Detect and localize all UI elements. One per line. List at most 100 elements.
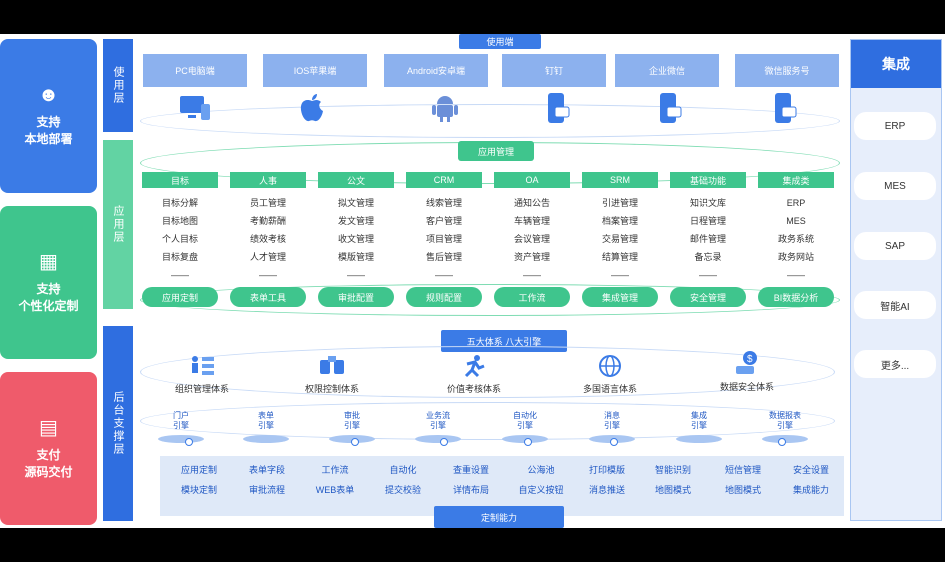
capability-cell: 自动化提交校验 bbox=[372, 460, 434, 500]
module-footer-button[interactable]: 集成管理 bbox=[582, 287, 658, 307]
capability-item: 集成能力 bbox=[792, 485, 829, 495]
module-item: 资产管理 bbox=[513, 252, 550, 262]
bottom-tab: 定制能力 bbox=[434, 506, 564, 528]
runner-icon bbox=[464, 355, 485, 378]
module-item: —— bbox=[259, 270, 277, 280]
system-label: 数据安全体系 bbox=[719, 382, 774, 392]
device-android: Android安卓端 bbox=[384, 54, 488, 87]
device-pc: PC电脑端 bbox=[143, 54, 247, 87]
card-customization: ▦ 支持 个性化定制 bbox=[0, 206, 97, 359]
module-item: 知识文库 bbox=[689, 198, 726, 208]
module-item: ERP bbox=[786, 198, 806, 208]
card-local-deploy: ☻ 支持 本地部署 bbox=[0, 39, 97, 193]
module-item: 日程管理 bbox=[689, 216, 726, 226]
module-item: 收文管理 bbox=[337, 234, 374, 244]
module-header: 公文 bbox=[318, 172, 394, 188]
module-item: 结算管理 bbox=[601, 252, 638, 262]
connector-dot bbox=[524, 438, 532, 446]
module-item: —— bbox=[611, 270, 629, 280]
phone-icon bbox=[653, 92, 685, 124]
capability-cell: 打印模版消息推送 bbox=[576, 460, 638, 500]
capability-item: 审批流程 bbox=[248, 485, 285, 495]
module-items: 通知公告 车辆管理 会议管理 资产管理 —— bbox=[494, 194, 570, 284]
module-item: 备忘录 bbox=[694, 252, 722, 262]
engine-label: 集成 引擎 bbox=[691, 411, 707, 430]
capability-cell: 短信管理地图模式 bbox=[712, 460, 774, 500]
module-item: 目标分解 bbox=[161, 198, 198, 208]
integration-item[interactable]: 智能AI bbox=[854, 291, 936, 319]
integration-title: 集成 bbox=[851, 40, 941, 88]
card-source-delivery: ▤ 支付 源码交付 bbox=[0, 372, 97, 525]
module-item: 政务系统 bbox=[777, 234, 814, 244]
module-item: 目标地图 bbox=[161, 216, 198, 226]
phone-icon bbox=[768, 92, 800, 124]
capability-item: 表单字段 bbox=[248, 465, 285, 475]
module-item: —— bbox=[435, 270, 453, 280]
usage-platform-ellipse bbox=[140, 104, 840, 138]
module-item: 绩效考核 bbox=[249, 234, 286, 244]
capability-cell: 应用定制模块定制 bbox=[168, 460, 230, 500]
usage-tab: 使用端 bbox=[459, 34, 541, 49]
app-tab: 应用管理 bbox=[458, 141, 534, 161]
capability-cell: 公海池自定义按钮 bbox=[510, 460, 572, 500]
integration-item[interactable]: 更多... bbox=[854, 350, 936, 378]
capability-item: 消息推送 bbox=[588, 485, 625, 495]
capability-item: 智能识别 bbox=[654, 465, 691, 475]
module-footer-button[interactable]: BI数据分析 bbox=[758, 287, 834, 307]
module-items: 目标分解 目标地图 个人目标 目标复盘 —— bbox=[142, 194, 218, 284]
system-label: 组织管理体系 bbox=[174, 384, 229, 394]
card-line2: 本地部署 bbox=[24, 132, 73, 146]
capability-item: 自动化 bbox=[389, 465, 417, 475]
capability-item: 查重设置 bbox=[452, 465, 489, 475]
module-item: 个人目标 bbox=[161, 234, 198, 244]
module-item: 档案管理 bbox=[601, 216, 638, 226]
globe-icon bbox=[599, 355, 621, 377]
capability-item: 模块定制 bbox=[180, 485, 217, 495]
user-icon: ☻ bbox=[37, 84, 60, 106]
module-item: 会议管理 bbox=[513, 234, 550, 244]
connector-dot bbox=[440, 438, 448, 446]
module-items: 引进管理 档案管理 交易管理 结算管理 —— bbox=[582, 194, 658, 284]
module-footer-button[interactable]: 安全管理 bbox=[670, 287, 746, 307]
engine-base bbox=[415, 435, 461, 443]
engine-label: 业务流 引擎 bbox=[426, 411, 450, 430]
module-item: 人才管理 bbox=[249, 252, 286, 262]
module-item: 邮件管理 bbox=[689, 234, 726, 244]
module-header: OA bbox=[494, 172, 570, 188]
capability-cell: 安全设置集成能力 bbox=[780, 460, 842, 500]
module-header: 人事 bbox=[230, 172, 306, 188]
integration-item[interactable]: ERP bbox=[854, 112, 936, 140]
section-label-app: 应用层 bbox=[103, 140, 133, 309]
module-footer-button[interactable]: 审批配置 bbox=[318, 287, 394, 307]
device-wechat: 微信服务号 bbox=[735, 54, 839, 87]
system-item: 组织管理体系 bbox=[147, 354, 257, 395]
capability-item: 自定义按钮 bbox=[518, 485, 564, 495]
module-items: 知识文库 日程管理 邮件管理 备忘录 —— bbox=[670, 194, 746, 284]
integration-item[interactable]: SAP bbox=[854, 232, 936, 260]
capability-item: 安全设置 bbox=[792, 465, 829, 475]
integration-item[interactable]: MES bbox=[854, 172, 936, 200]
module-footer-button[interactable]: 工作流 bbox=[494, 287, 570, 307]
engine-base bbox=[676, 435, 722, 443]
module-item: MES bbox=[786, 216, 806, 226]
module-footer-button[interactable]: 表单工具 bbox=[230, 287, 306, 307]
device-dingtalk: 钉钉 bbox=[502, 54, 606, 87]
module-footer-button[interactable]: 规则配置 bbox=[406, 287, 482, 307]
module-header: SRM bbox=[582, 172, 658, 188]
engine-label: 消息 引擎 bbox=[604, 411, 620, 430]
system-label: 权限控制体系 bbox=[304, 384, 359, 394]
module-item: 发文管理 bbox=[337, 216, 374, 226]
connector-dot bbox=[351, 438, 359, 446]
capability-item: WEB表单 bbox=[315, 485, 355, 495]
device-wecom: 企业微信 bbox=[615, 54, 719, 87]
connector-dot bbox=[610, 438, 618, 446]
connector-dot bbox=[185, 438, 193, 446]
module-item: 员工管理 bbox=[249, 198, 286, 208]
module-items: 拟文管理 发文管理 收文管理 模版管理 —— bbox=[318, 194, 394, 284]
module-item: 项目管理 bbox=[425, 234, 462, 244]
module-footer-button[interactable]: 应用定制 bbox=[142, 287, 218, 307]
module-item: 拟文管理 bbox=[337, 198, 374, 208]
module-item: —— bbox=[699, 270, 717, 280]
system-item: 价值考核体系 bbox=[419, 354, 529, 395]
